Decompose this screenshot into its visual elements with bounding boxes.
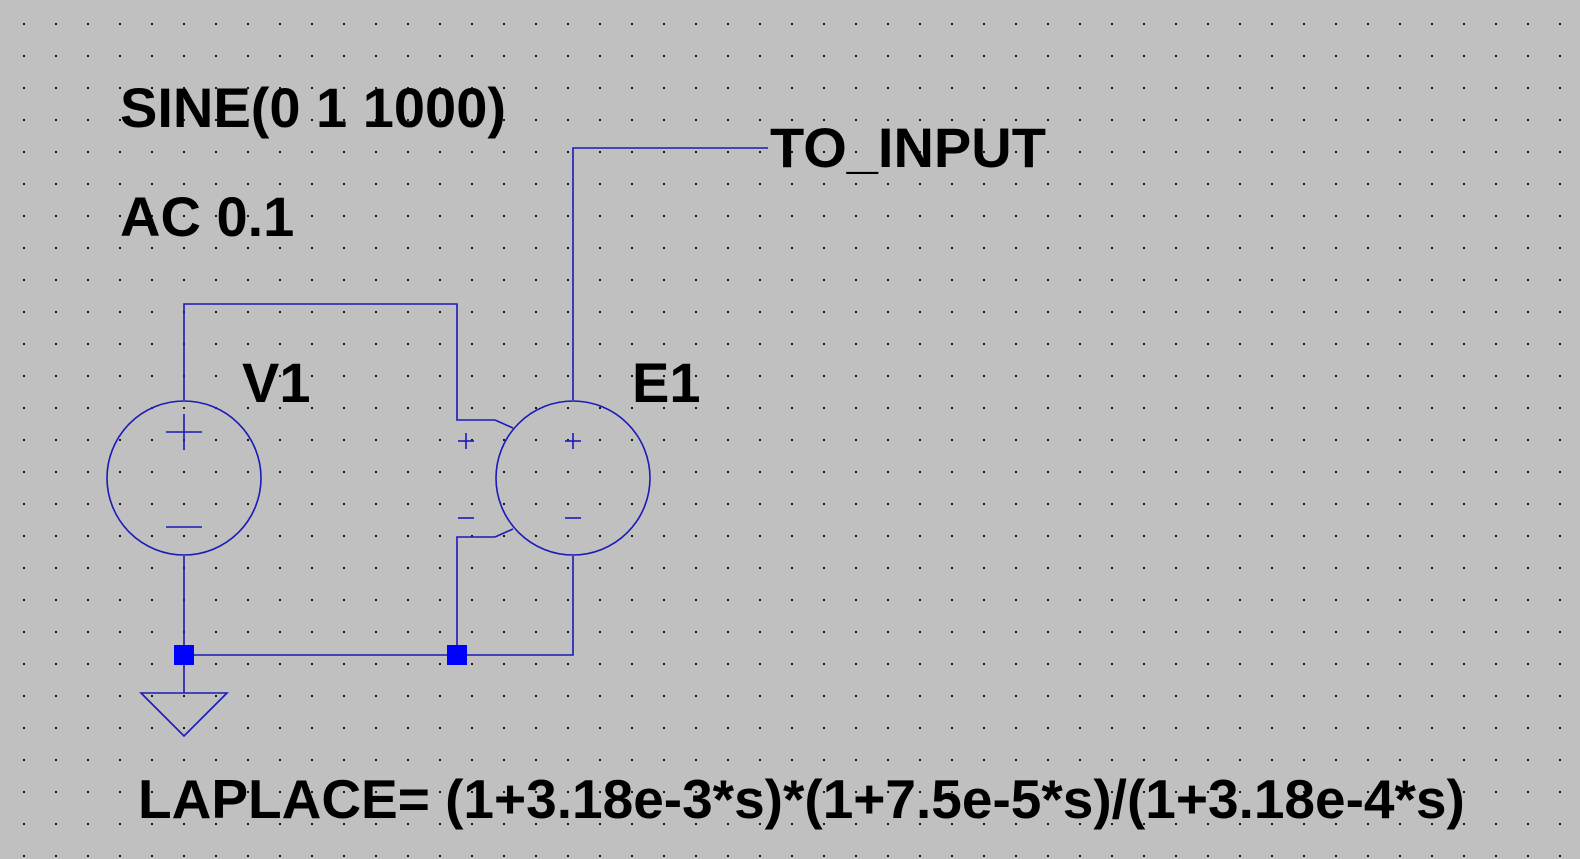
voltage-source-v1-icon[interactable]: [106, 400, 262, 556]
net-label-to-input[interactable]: TO_INPUT: [770, 116, 1046, 179]
junction-dot: [447, 645, 467, 665]
wire-to-input[interactable]: [572, 147, 768, 400]
e1-label[interactable]: E1: [632, 351, 701, 414]
v1-source-directive[interactable]: SINE(0 1 1000): [120, 76, 506, 139]
e1-laplace-expression[interactable]: LAPLACE= (1+3.18e-3*s)*(1+7.5e-5*s)/(1+3…: [138, 768, 1465, 830]
dependent-source-e1-icon[interactable]: [458, 400, 651, 556]
v1-ac-directive[interactable]: AC 0.1: [120, 185, 295, 248]
ground-icon[interactable]: [139, 692, 229, 738]
v1-label[interactable]: V1: [242, 351, 311, 414]
wire-v1-plus[interactable]: [183, 303, 495, 421]
wire-e1-minus-ctrl[interactable]: [456, 536, 495, 655]
wire-ground-bus[interactable]: [183, 556, 574, 656]
junction-dot: [174, 645, 194, 665]
